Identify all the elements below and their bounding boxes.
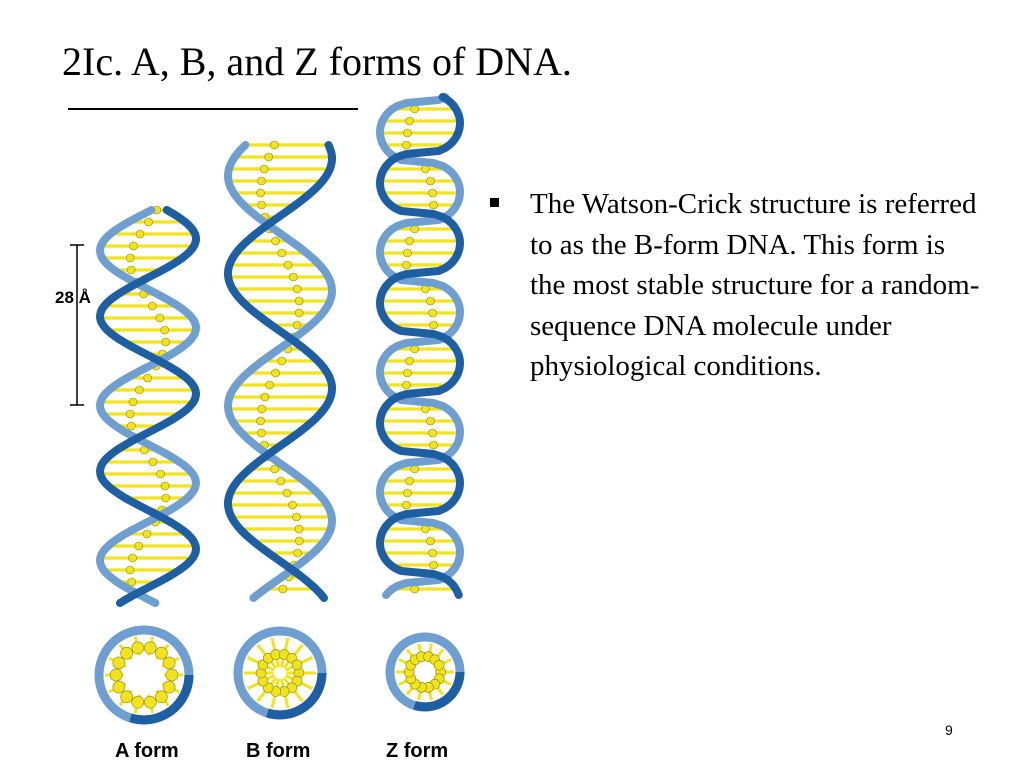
label-b-form: B form [246,740,310,762]
label-z-form: Z form [386,740,448,762]
page-number: 9 [945,722,953,738]
z-form-cross-section [385,632,465,712]
b-form-helix [223,140,337,602]
label-a-form: A form [115,740,179,762]
scale-bar [70,244,84,406]
a-form-helix [95,205,201,607]
b-form-cross-section [233,626,327,720]
bullet-text: The Watson-Crick structure is referred t… [530,188,980,382]
a-form-cross-section [94,625,194,725]
scale-label: 28 Å [55,288,91,307]
slide-title: 2Ic. A, B, and Z forms of DNA. [62,39,572,84]
dna-forms-figure: 28 Å A form B form Z form [55,92,465,762]
z-form-helix [375,92,465,599]
bullet-square-icon [490,198,499,207]
title-underline [68,108,358,110]
